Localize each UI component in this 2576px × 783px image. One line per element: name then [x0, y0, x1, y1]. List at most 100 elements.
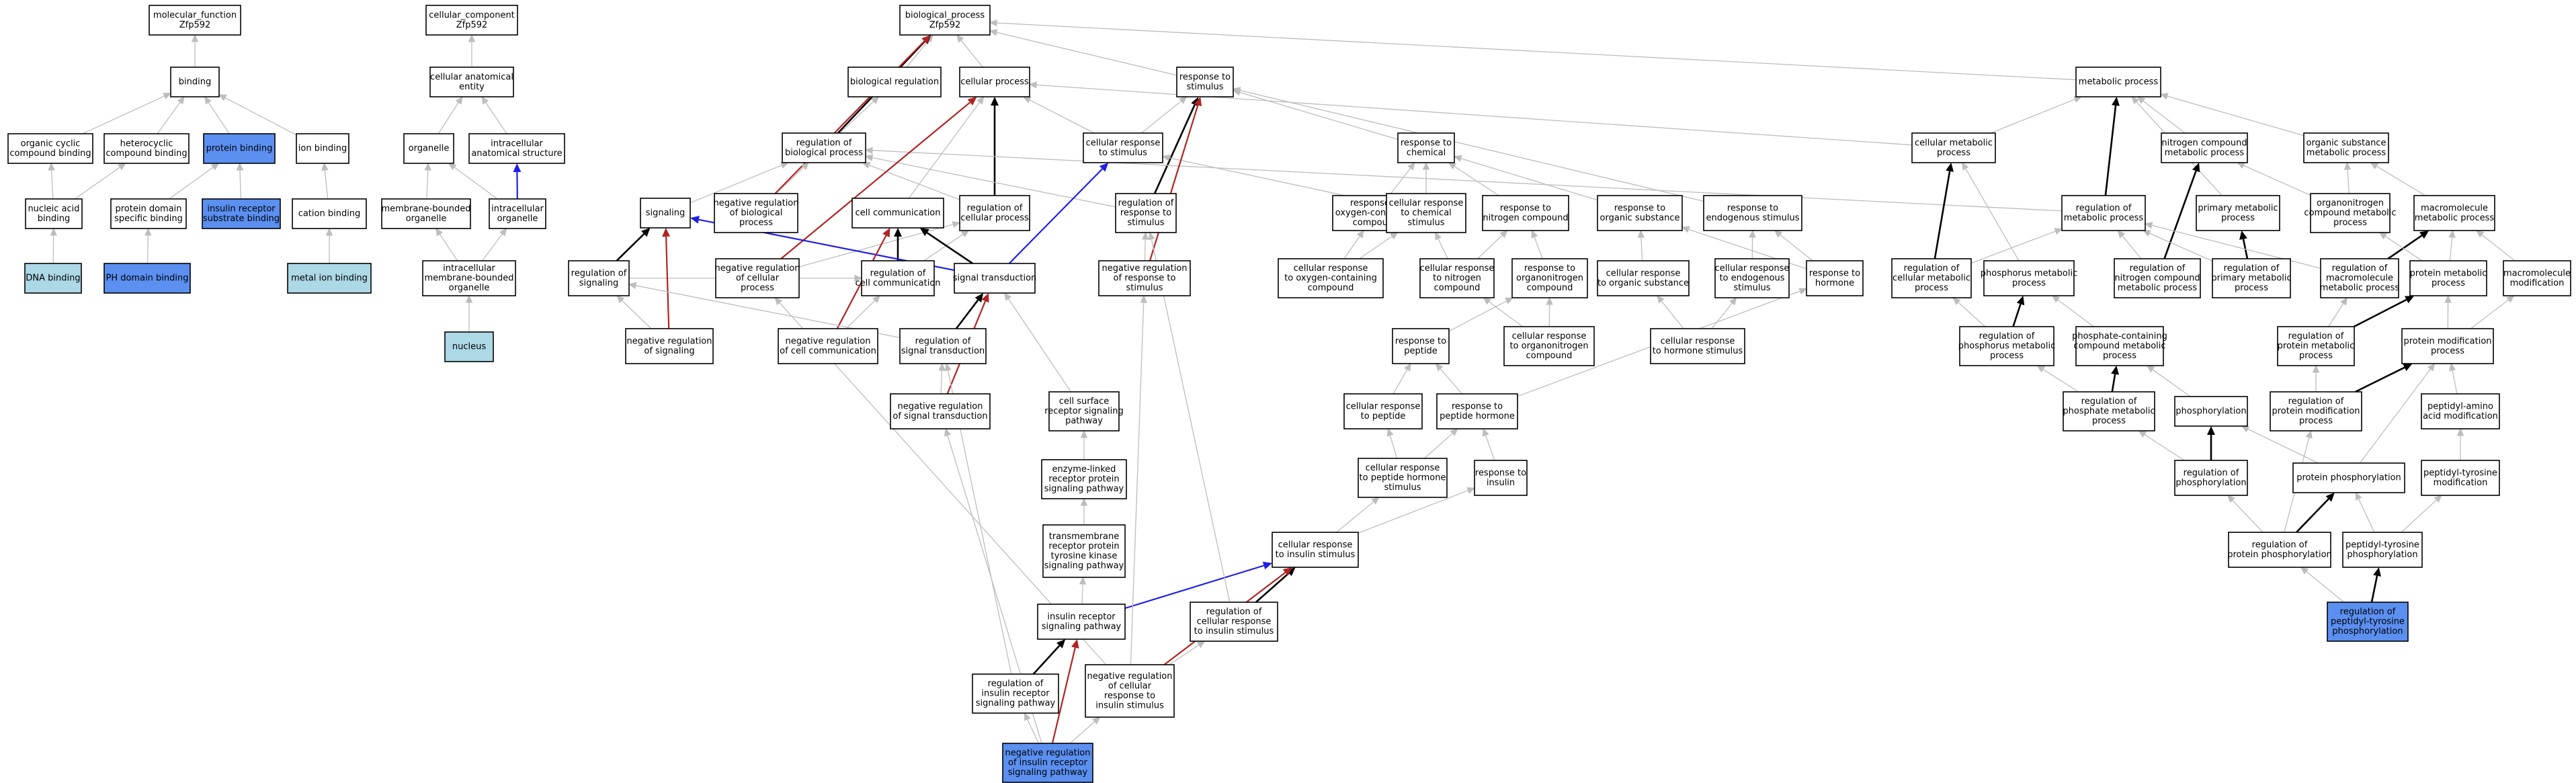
term-node-signaling[interactable]: signaling	[640, 198, 691, 229]
term-node-dna-binding[interactable]: DNA binding	[24, 263, 82, 294]
term-node-rptphos[interactable]: regulation ofpeptidyl-tyrosinephosphoryl…	[2327, 602, 2409, 642]
term-node-binding[interactable]: binding	[170, 67, 220, 97]
term-node-cell-proc[interactable]: cellular process	[959, 67, 1030, 97]
term-node-metab[interactable]: metabolic process	[2075, 67, 2161, 97]
term-label: cellular response	[1278, 540, 1353, 550]
term-node-cation-binding[interactable]: cation binding	[292, 198, 367, 229]
term-node-organelle[interactable]: organelle	[403, 133, 454, 164]
term-node-st[interactable]: signal transduction	[953, 263, 1037, 294]
term-node-bio-reg[interactable]: biological regulation	[847, 67, 942, 97]
term-node-phosphorylation[interactable]: phosphorylation	[2174, 396, 2248, 427]
term-node-metal-ion[interactable]: metal ion binding	[287, 263, 372, 294]
term-node-protein-binding[interactable]: protein binding	[203, 133, 276, 164]
term-node-pphos[interactable]: protein phosphorylation	[2292, 462, 2405, 493]
term-label: of biological	[730, 208, 783, 218]
term-node-ph-binding[interactable]: PH domain binding	[103, 263, 191, 294]
term-label: phosphate metabolic	[2063, 407, 2155, 417]
term-node-ion-binding[interactable]: ion binding	[296, 133, 349, 164]
term-node-cell-comm[interactable]: cell communication	[851, 198, 944, 229]
term-node-nucleus[interactable]: nucleus	[444, 331, 494, 362]
